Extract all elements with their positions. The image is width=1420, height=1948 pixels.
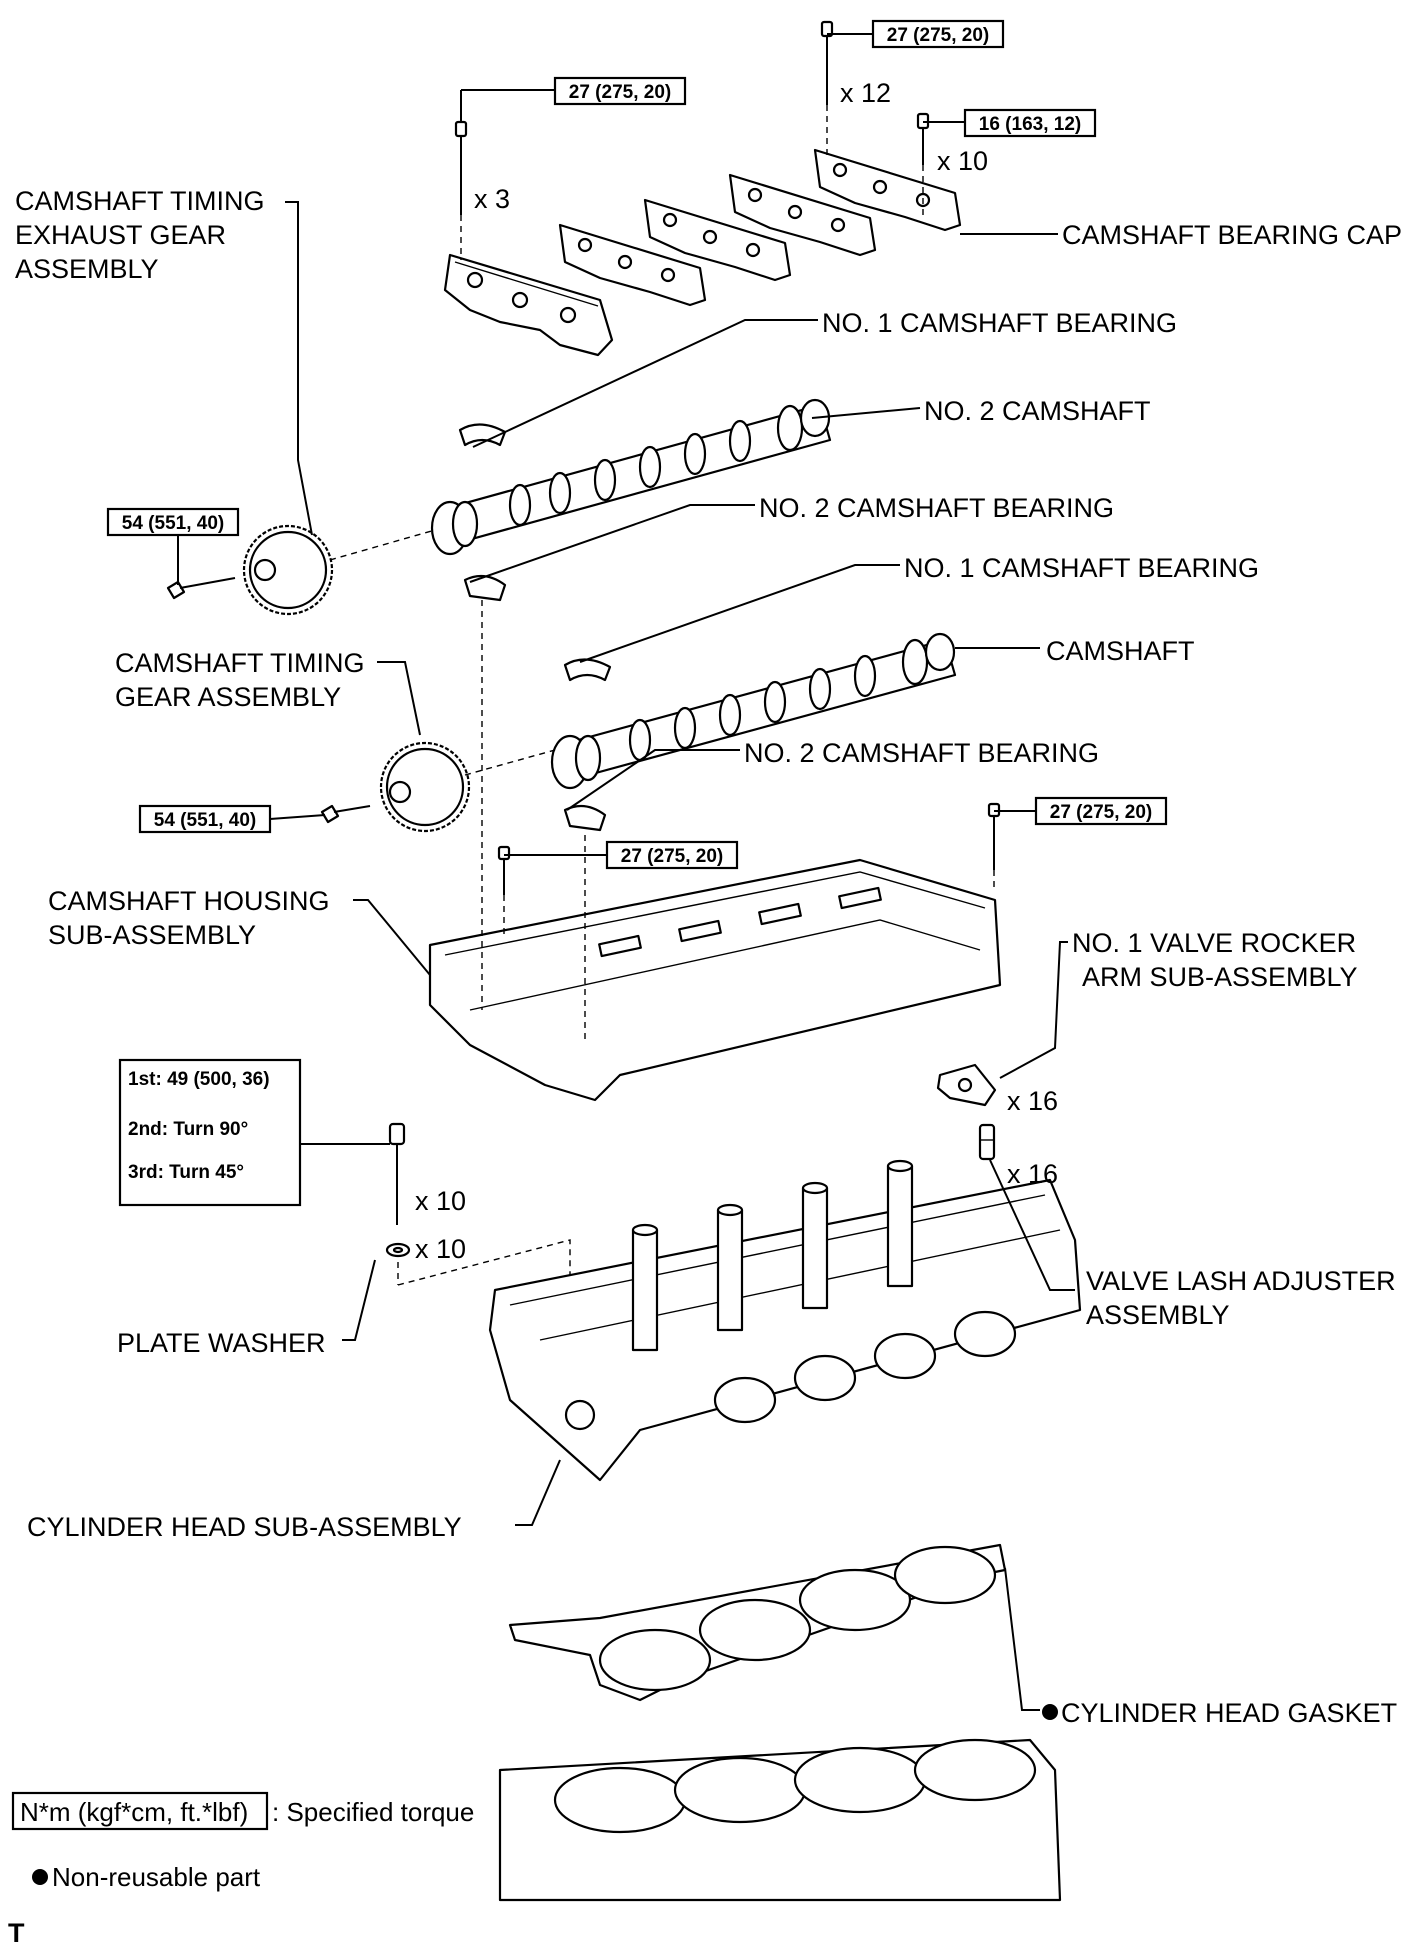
torque-exhaust-gear-bolt: 54 (551, 40)	[106, 507, 240, 585]
legend-torque-box: N*m (kgf*cm, ft.*lbf)	[20, 1797, 248, 1827]
label-no2-bearing-a: NO. 2 CAMSHAFT BEARING	[759, 493, 1114, 523]
torque-value: 54 (551, 40)	[154, 810, 256, 831]
legend-nonreusable-text: Non-reusable part	[52, 1862, 261, 1892]
corner-mark: T	[8, 1918, 25, 1948]
label-bearing-cap: CAMSHAFT BEARING CAP	[1062, 220, 1402, 250]
camshaft-housing	[428, 600, 1002, 1102]
no2-camshaft	[430, 398, 832, 556]
torque-step-1: 1st: 49 (500, 36)	[128, 1069, 270, 1090]
qty-lash-adjuster: x 16	[1007, 1159, 1058, 1189]
torque-value: 54 (551, 40)	[122, 513, 224, 534]
legend: N*m (kgf*cm, ft.*lbf) : Specified torque…	[11, 1791, 474, 1892]
qty-cap-bolt-a: x 3	[474, 184, 510, 214]
torque-housing-bolt-left: 27 (275, 20)	[504, 840, 739, 870]
label-housing-1: CAMSHAFT HOUSING	[48, 886, 330, 916]
torque-value: 27 (275, 20)	[887, 25, 989, 46]
cylinder-head	[488, 1159, 1082, 1482]
camshaft-bearing-caps	[443, 148, 962, 357]
cap-bolt-b	[820, 20, 834, 160]
qty-cap-bolt-b: x 12	[840, 78, 891, 108]
label-no1-bearing-a: NO. 1 CAMSHAFT BEARING	[822, 308, 1177, 338]
qty-cap-bolt-c: x 10	[937, 146, 988, 176]
plate-washer	[385, 1239, 571, 1300]
label-head-gasket: CYLINDER HEAD GASKET	[1061, 1698, 1397, 1728]
no2-camshaft-bearing-lower	[563, 804, 607, 832]
label-timing-gear-2: GEAR ASSEMBLY	[115, 682, 341, 712]
qty-head-bolt: x 10	[415, 1186, 466, 1216]
label-rocker-arm-2: ARM SUB-ASSEMBLY	[1082, 962, 1358, 992]
label-exhaust-gear-3: ASSEMBLY	[15, 254, 159, 284]
cylinder-block	[498, 1738, 1062, 1902]
label-camshaft: CAMSHAFT	[1046, 636, 1195, 666]
non-reusable-dot	[1042, 1704, 1058, 1720]
no1-camshaft-bearing-upper	[458, 423, 507, 447]
qty-plate-washer: x 10	[415, 1234, 466, 1264]
label-lash-adjuster-2: ASSEMBLY	[1086, 1300, 1230, 1330]
exhaust-gear-bolt	[166, 577, 236, 600]
timing-gear-bolt	[320, 804, 371, 824]
cylinder-head-bolt	[388, 1122, 406, 1225]
camshaft	[550, 632, 957, 790]
qty-rocker-arm: x 16	[1007, 1086, 1058, 1116]
torque-housing-bolt-right: 27 (275, 20)	[994, 796, 1168, 826]
label-no2-bearing-b: NO. 2 CAMSHAFT BEARING	[744, 738, 1099, 768]
torque-cap-bolt-b: 27 (275, 20)	[827, 19, 1005, 49]
torque-value: 27 (275, 20)	[621, 846, 723, 867]
cylinder-head-gasket	[508, 1543, 1007, 1702]
label-exhaust-gear-2: EXHAUST GEAR	[15, 220, 226, 250]
torque-timing-gear-bolt: 54 (551, 40)	[138, 804, 326, 834]
no2-camshaft-bearing-upper	[463, 574, 507, 602]
torque-head-bolt: 1st: 49 (500, 36) 2nd: Turn 90° 3rd: Tur…	[118, 1058, 302, 1207]
valve-rocker-arm	[936, 1063, 997, 1107]
torque-cap-bolt-c: 16 (163, 12)	[923, 108, 1097, 138]
cap-bolt-a	[454, 120, 468, 260]
torque-value: 16 (163, 12)	[979, 114, 1081, 135]
label-exhaust-gear-1: CAMSHAFT TIMING	[15, 186, 265, 216]
torque-step-3: 3rd: Turn 45°	[128, 1162, 244, 1183]
torque-cap-bolt-a: 27 (275, 20)	[460, 76, 687, 122]
camshaft-timing-exhaust-gear	[242, 524, 436, 616]
torque-step-2: 2nd: Turn 90°	[128, 1119, 248, 1140]
label-plate-washer: PLATE WASHER	[117, 1328, 326, 1358]
label-lash-adjuster-1: VALVE LASH ADJUSTER	[1086, 1266, 1396, 1296]
label-no2-camshaft: NO. 2 CAMSHAFT	[924, 396, 1151, 426]
label-no1-bearing-b: NO. 1 CAMSHAFT BEARING	[904, 553, 1259, 583]
legend-torque-text: : Specified torque	[272, 1797, 474, 1827]
legend-dot	[32, 1869, 48, 1885]
label-timing-gear-1: CAMSHAFT TIMING	[115, 648, 365, 678]
label-rocker-arm-1: NO. 1 VALVE ROCKER	[1072, 928, 1356, 958]
housing-bolt-left	[497, 845, 511, 935]
camshaft-timing-gear	[379, 741, 556, 833]
leader-lines	[255, 201, 1075, 1711]
valve-lash-adjuster	[978, 1123, 996, 1161]
housing-bolt-right	[987, 802, 1001, 890]
torque-value: 27 (275, 20)	[569, 82, 671, 103]
label-cylinder-head: CYLINDER HEAD SUB-ASSEMBLY	[27, 1512, 462, 1542]
label-housing-2: SUB-ASSEMBLY	[48, 920, 256, 950]
no1-camshaft-bearing-lower	[563, 658, 612, 682]
torque-value: 27 (275, 20)	[1050, 802, 1152, 823]
